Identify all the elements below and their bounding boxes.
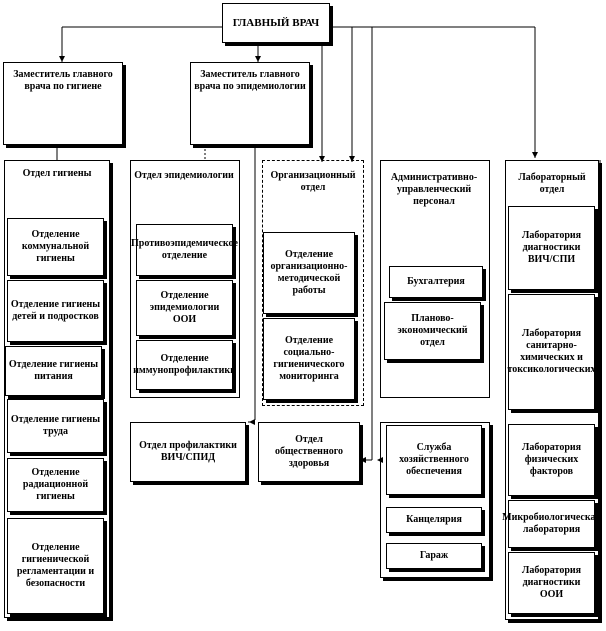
unit-label: Отделение эпидемиологии ООИ: [149, 290, 220, 325]
hygiene-unit-children: Отделение гигиены детей и подростков: [7, 280, 104, 342]
public-health-dept: Отдел общественного здоровья: [258, 422, 360, 482]
hiv-prevention-dept: Отдел профилактики ВИЧ/СПИД: [130, 422, 246, 482]
deputy-hygiene-label: Заместитель главного врача по гигиене: [13, 69, 113, 92]
unit-label: Отделение гигиены труда: [10, 414, 101, 437]
admin-unit-planning: Планово-экономический отдел: [384, 302, 481, 360]
lab-unit-ooi: Лаборатория диагностики ООИ: [508, 552, 595, 614]
unit-label: Микробиологическая лаборатория: [502, 512, 601, 535]
dept-epid-frame: [130, 160, 240, 398]
hygiene-unit-nutrition: Отделение гигиены питания: [5, 346, 102, 396]
service-frame: [380, 422, 490, 578]
org-unit-monitoring: Отделение социально-гигиенического монит…: [263, 318, 355, 400]
epid-unit-ooi: Отделение эпидемиологии ООИ: [136, 280, 233, 336]
unit-label: Отделение радиационной гигиены: [22, 467, 89, 502]
service-unit-household: Служба хозяйственного обеспечения: [386, 425, 482, 495]
unit-label: Отделение коммунальной гигиены: [21, 229, 90, 264]
dept-hygiene-title: Отдел гигиены: [22, 168, 92, 179]
unit-label: Лаборатория диагностики ООИ: [521, 565, 582, 600]
unit-label: Планово-экономический отдел: [397, 313, 468, 348]
hygiene-unit-radiation: Отделение радиационной гигиены: [7, 458, 104, 512]
deputy-epid-label: Заместитель главного врача по эпидемиоло…: [194, 69, 306, 92]
org-unit-methodical: Отделение организационно-методической ра…: [263, 232, 355, 314]
unit-label: Отделение гигиены питания: [8, 359, 99, 382]
service-unit-chancellery: Канцелярия: [386, 507, 482, 533]
chief-box: ГЛАВНЫЙ ВРАЧ: [222, 3, 330, 43]
dept-admin-title: Административно-управленческий персонал: [390, 172, 478, 207]
hygiene-unit-labor: Отделение гигиены труда: [7, 399, 104, 453]
service-unit-garage: Гараж: [386, 543, 482, 569]
unit-label: Лаборатория санитарно-химических и токси…: [507, 328, 596, 375]
unit-label: Бухгалтерия: [407, 276, 465, 287]
dept-admin-frame: [380, 160, 490, 398]
unit-label: Гараж: [419, 550, 449, 561]
unit-label: Канцелярия: [406, 514, 462, 525]
lab-unit-micro: Микробиологическая лаборатория: [502, 500, 601, 548]
unit-label: Отделение гигиенической регламентации и …: [16, 542, 95, 589]
dept-epid-title: Отдел эпидемиологии: [134, 170, 234, 181]
deputy-hygiene-box: Заместитель главного врача по гигиене: [3, 62, 123, 145]
hygiene-unit-regulation: Отделение гигиенической регламентации и …: [7, 518, 104, 614]
dept-org-title: Организационный отдел: [270, 170, 356, 193]
unit-label: Отделение социально-гигиенического монит…: [273, 335, 345, 382]
epid-unit-anti: Противоэпидемическое отделение: [131, 224, 238, 276]
unit-label: Лаборатория диагностики ВИЧ/СПИ: [521, 230, 582, 265]
unit-label: Служба хозяйственного обеспечения: [399, 442, 469, 477]
chief-label: ГЛАВНЫЙ ВРАЧ: [232, 17, 320, 29]
hiv-dept-label: Отдел профилактики ВИЧ/СПИД: [139, 440, 237, 463]
lab-unit-physical: Лаборатория физических факторов: [508, 424, 595, 496]
unit-label: Отделение организационно-методической ра…: [270, 249, 348, 296]
dept-lab-frame: [505, 160, 599, 620]
public-health-label: Отдел общественного здоровья: [274, 434, 343, 469]
dept-org-frame: [262, 160, 364, 406]
unit-label: Противоэпидемическое отделение: [131, 238, 238, 261]
unit-label: Отделение иммунопрофилактики: [133, 353, 236, 376]
epid-unit-immuno: Отделение иммунопрофилактики: [133, 340, 236, 390]
dept-hygiene-frame: [4, 160, 110, 618]
lab-unit-chemical: Лаборатория санитарно-химических и токси…: [507, 294, 596, 410]
lab-unit-hiv: Лаборатория диагностики ВИЧ/СПИ: [508, 206, 595, 290]
unit-label: Отделение гигиены детей и подростков: [10, 299, 101, 322]
unit-label: Лаборатория физических факторов: [521, 442, 582, 477]
deputy-epid-box: Заместитель главного врача по эпидемиоло…: [190, 62, 310, 145]
hygiene-unit-communal: Отделение коммунальной гигиены: [7, 218, 104, 276]
admin-unit-accounting: Бухгалтерия: [389, 266, 483, 298]
dept-lab-title: Лабораторный отдел: [518, 172, 586, 195]
